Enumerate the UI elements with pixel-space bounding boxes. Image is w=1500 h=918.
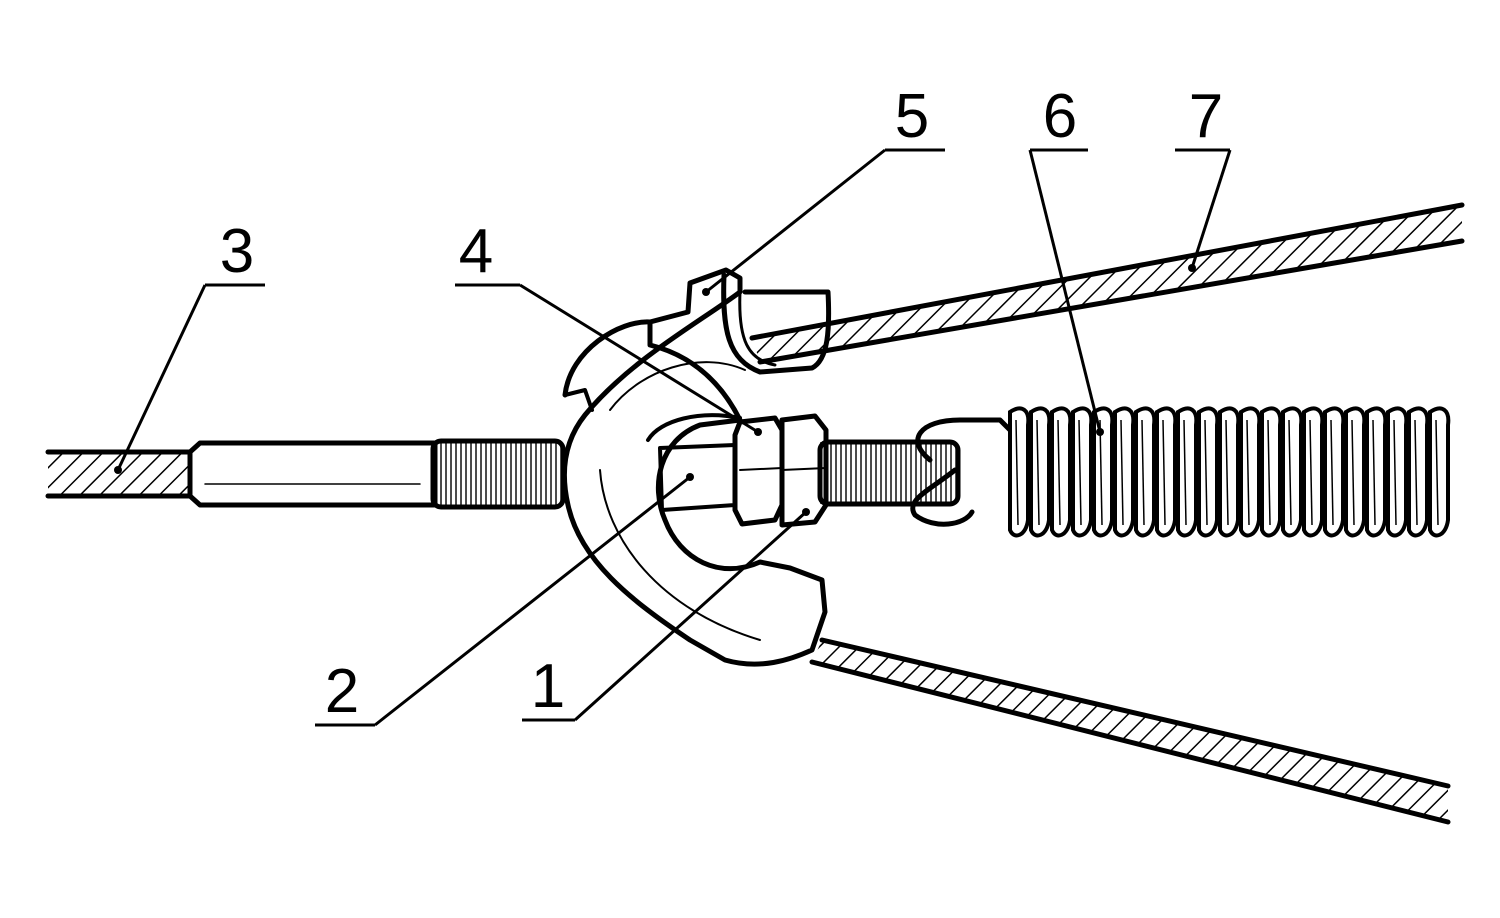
rear-cable-upper — [749, 202, 1465, 365]
spring-coil-shade — [1204, 419, 1208, 526]
spring-coil — [1155, 406, 1178, 538]
spring-coil — [1407, 406, 1430, 538]
rear-cable-lower — [809, 637, 1451, 825]
spring-coil — [1008, 406, 1031, 538]
spring-coil-shade — [1141, 419, 1145, 526]
spring-coil-shade — [1183, 419, 1187, 526]
spring-coil-shade — [1015, 419, 1019, 526]
equalizer-bracket — [561, 267, 832, 667]
callout-4: 4 — [459, 217, 493, 286]
callout-2: 2 — [325, 657, 359, 726]
threaded-rod — [430, 438, 961, 510]
spring-coil — [1302, 406, 1325, 538]
spring-coil — [1386, 406, 1409, 538]
spring-coil-shade — [1330, 419, 1334, 526]
spring-coil — [1050, 406, 1073, 538]
spring-coil-shade — [1036, 419, 1040, 526]
spring-coil — [1428, 406, 1451, 538]
spring-coil-shade — [1162, 419, 1166, 526]
spring-coil-shade — [1414, 419, 1418, 526]
spring-coil-shade — [1309, 419, 1313, 526]
spring-coil — [1113, 406, 1136, 538]
leader-lines — [116, 148, 1232, 727]
return-spring — [910, 406, 1451, 538]
spring-coil — [1092, 406, 1115, 538]
callout-7: 7 — [1189, 82, 1223, 151]
spring-coil — [1323, 406, 1346, 538]
spring-coil — [1176, 406, 1199, 538]
leader-dots — [114, 264, 1196, 516]
spring-coil-shade — [1372, 419, 1376, 526]
spring-coil — [1134, 406, 1157, 538]
spring-coil — [1344, 406, 1367, 538]
callout-5: 5 — [895, 82, 929, 151]
spring-coil-shade — [1057, 419, 1061, 526]
spring-coil-shade — [1246, 419, 1250, 526]
spring-coil-shade — [1120, 419, 1124, 526]
spring-coil-shade — [1267, 419, 1271, 526]
spring-coil — [1365, 406, 1388, 538]
spring-coil-shade — [1099, 419, 1103, 526]
spring-coil — [1029, 406, 1052, 538]
spring-coil-shade — [1078, 419, 1082, 526]
spring-coil — [1281, 406, 1304, 538]
spring-coil — [1197, 406, 1220, 538]
front-cable — [45, 449, 193, 499]
spring-coil — [1260, 406, 1283, 538]
adjusting-nut — [779, 413, 829, 528]
spring-coil — [1218, 406, 1241, 538]
spring-coil-shade — [1288, 419, 1292, 526]
callout-1: 1 — [531, 652, 565, 721]
rod-inner-segment — [658, 443, 737, 512]
spring-coil-shade — [1393, 419, 1397, 526]
cable-ferrule — [187, 440, 438, 508]
spring-coil-shade — [1435, 419, 1439, 526]
spring-coil — [1071, 406, 1094, 538]
spring-coil-shade — [1351, 419, 1355, 526]
callout-3: 3 — [220, 217, 254, 286]
spring-coil — [1239, 406, 1262, 538]
callout-6: 6 — [1043, 82, 1077, 151]
spring-coil-shade — [1225, 419, 1229, 526]
